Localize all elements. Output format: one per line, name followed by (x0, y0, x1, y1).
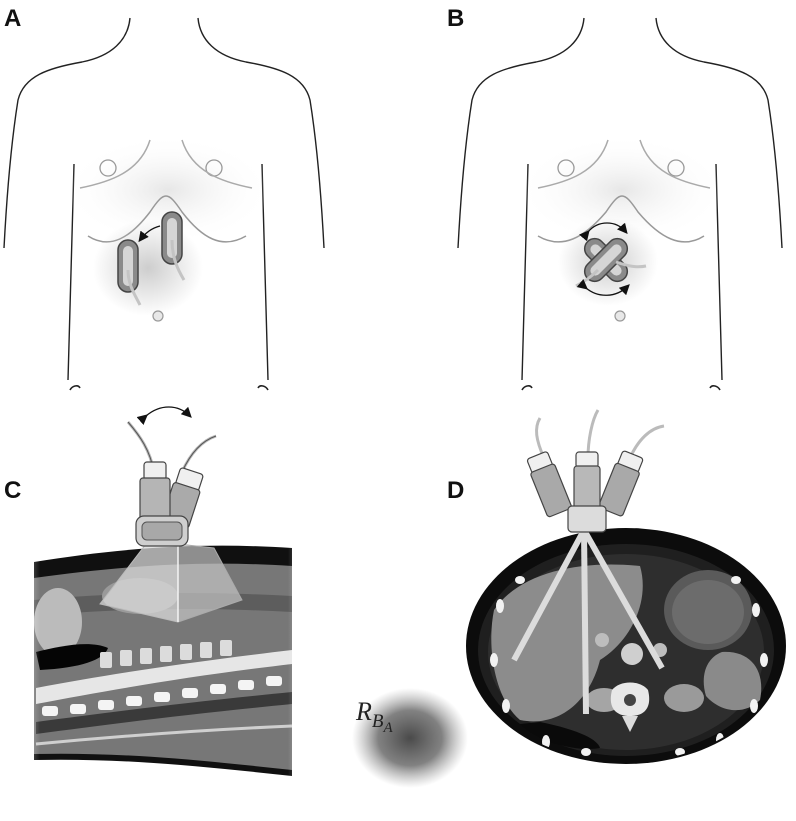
panel-d-letter: D (447, 477, 464, 504)
panel-c-letter: C (4, 477, 21, 504)
probe-right-a (161, 211, 186, 281)
panel-b: B (447, 5, 783, 391)
ratio-label: RBA (355, 697, 394, 736)
nipple-right-b (667, 159, 685, 177)
rotate-arrow-top-b (579, 222, 628, 242)
probe-pair-c (126, 421, 217, 547)
navel-a (152, 310, 164, 322)
panel-d: D (447, 409, 786, 764)
navel-b (614, 310, 626, 322)
ct-axial-image (466, 528, 786, 764)
torso-outline-a (3, 17, 325, 249)
panel-a-letter: A (4, 5, 21, 32)
probe-triplet-d (511, 409, 665, 715)
rotate-arrow-bottom-b (576, 279, 630, 296)
rotate-arrow-c (136, 406, 192, 426)
nipple-left-a (99, 159, 117, 177)
panel-c: C (4, 406, 324, 780)
move-arrow-a (138, 225, 161, 243)
probe-crossed-b (575, 237, 647, 288)
panel-b-letter: B (447, 5, 464, 32)
nipple-left-b (557, 159, 575, 177)
probe-left-a (117, 239, 142, 306)
ratio-blob: RBA (352, 688, 468, 788)
panel-a: A (3, 5, 325, 391)
torso-outline-b (457, 17, 783, 249)
